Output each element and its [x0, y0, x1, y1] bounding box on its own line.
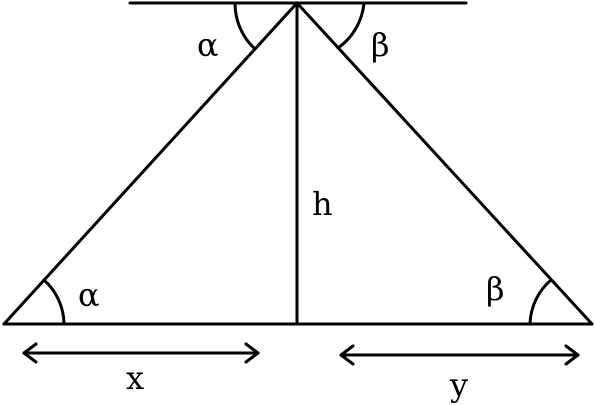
alpha-bottom-arc [42, 278, 66, 326]
x-distance-label: x [126, 359, 144, 397]
alpha-top-arc [233, 1, 257, 51]
alpha-bottom-label: α [78, 276, 100, 314]
y-arrow-left-head [339, 344, 355, 366]
y-distance-label: y [449, 366, 468, 404]
y-arrow-right-head [564, 344, 580, 366]
x-arrow-right-head [244, 342, 260, 364]
beta-bottom-label: β [486, 270, 505, 308]
height-label: h [312, 185, 333, 223]
alpha-top-label: α [197, 26, 219, 64]
beta-top-arc [336, 1, 366, 50]
beta-bottom-arc [528, 278, 553, 326]
right-slant-line [295, 1, 594, 326]
beta-top-label: β [371, 26, 390, 64]
left-slant-line [2, 1, 299, 326]
x-arrow-left-head [22, 342, 38, 364]
